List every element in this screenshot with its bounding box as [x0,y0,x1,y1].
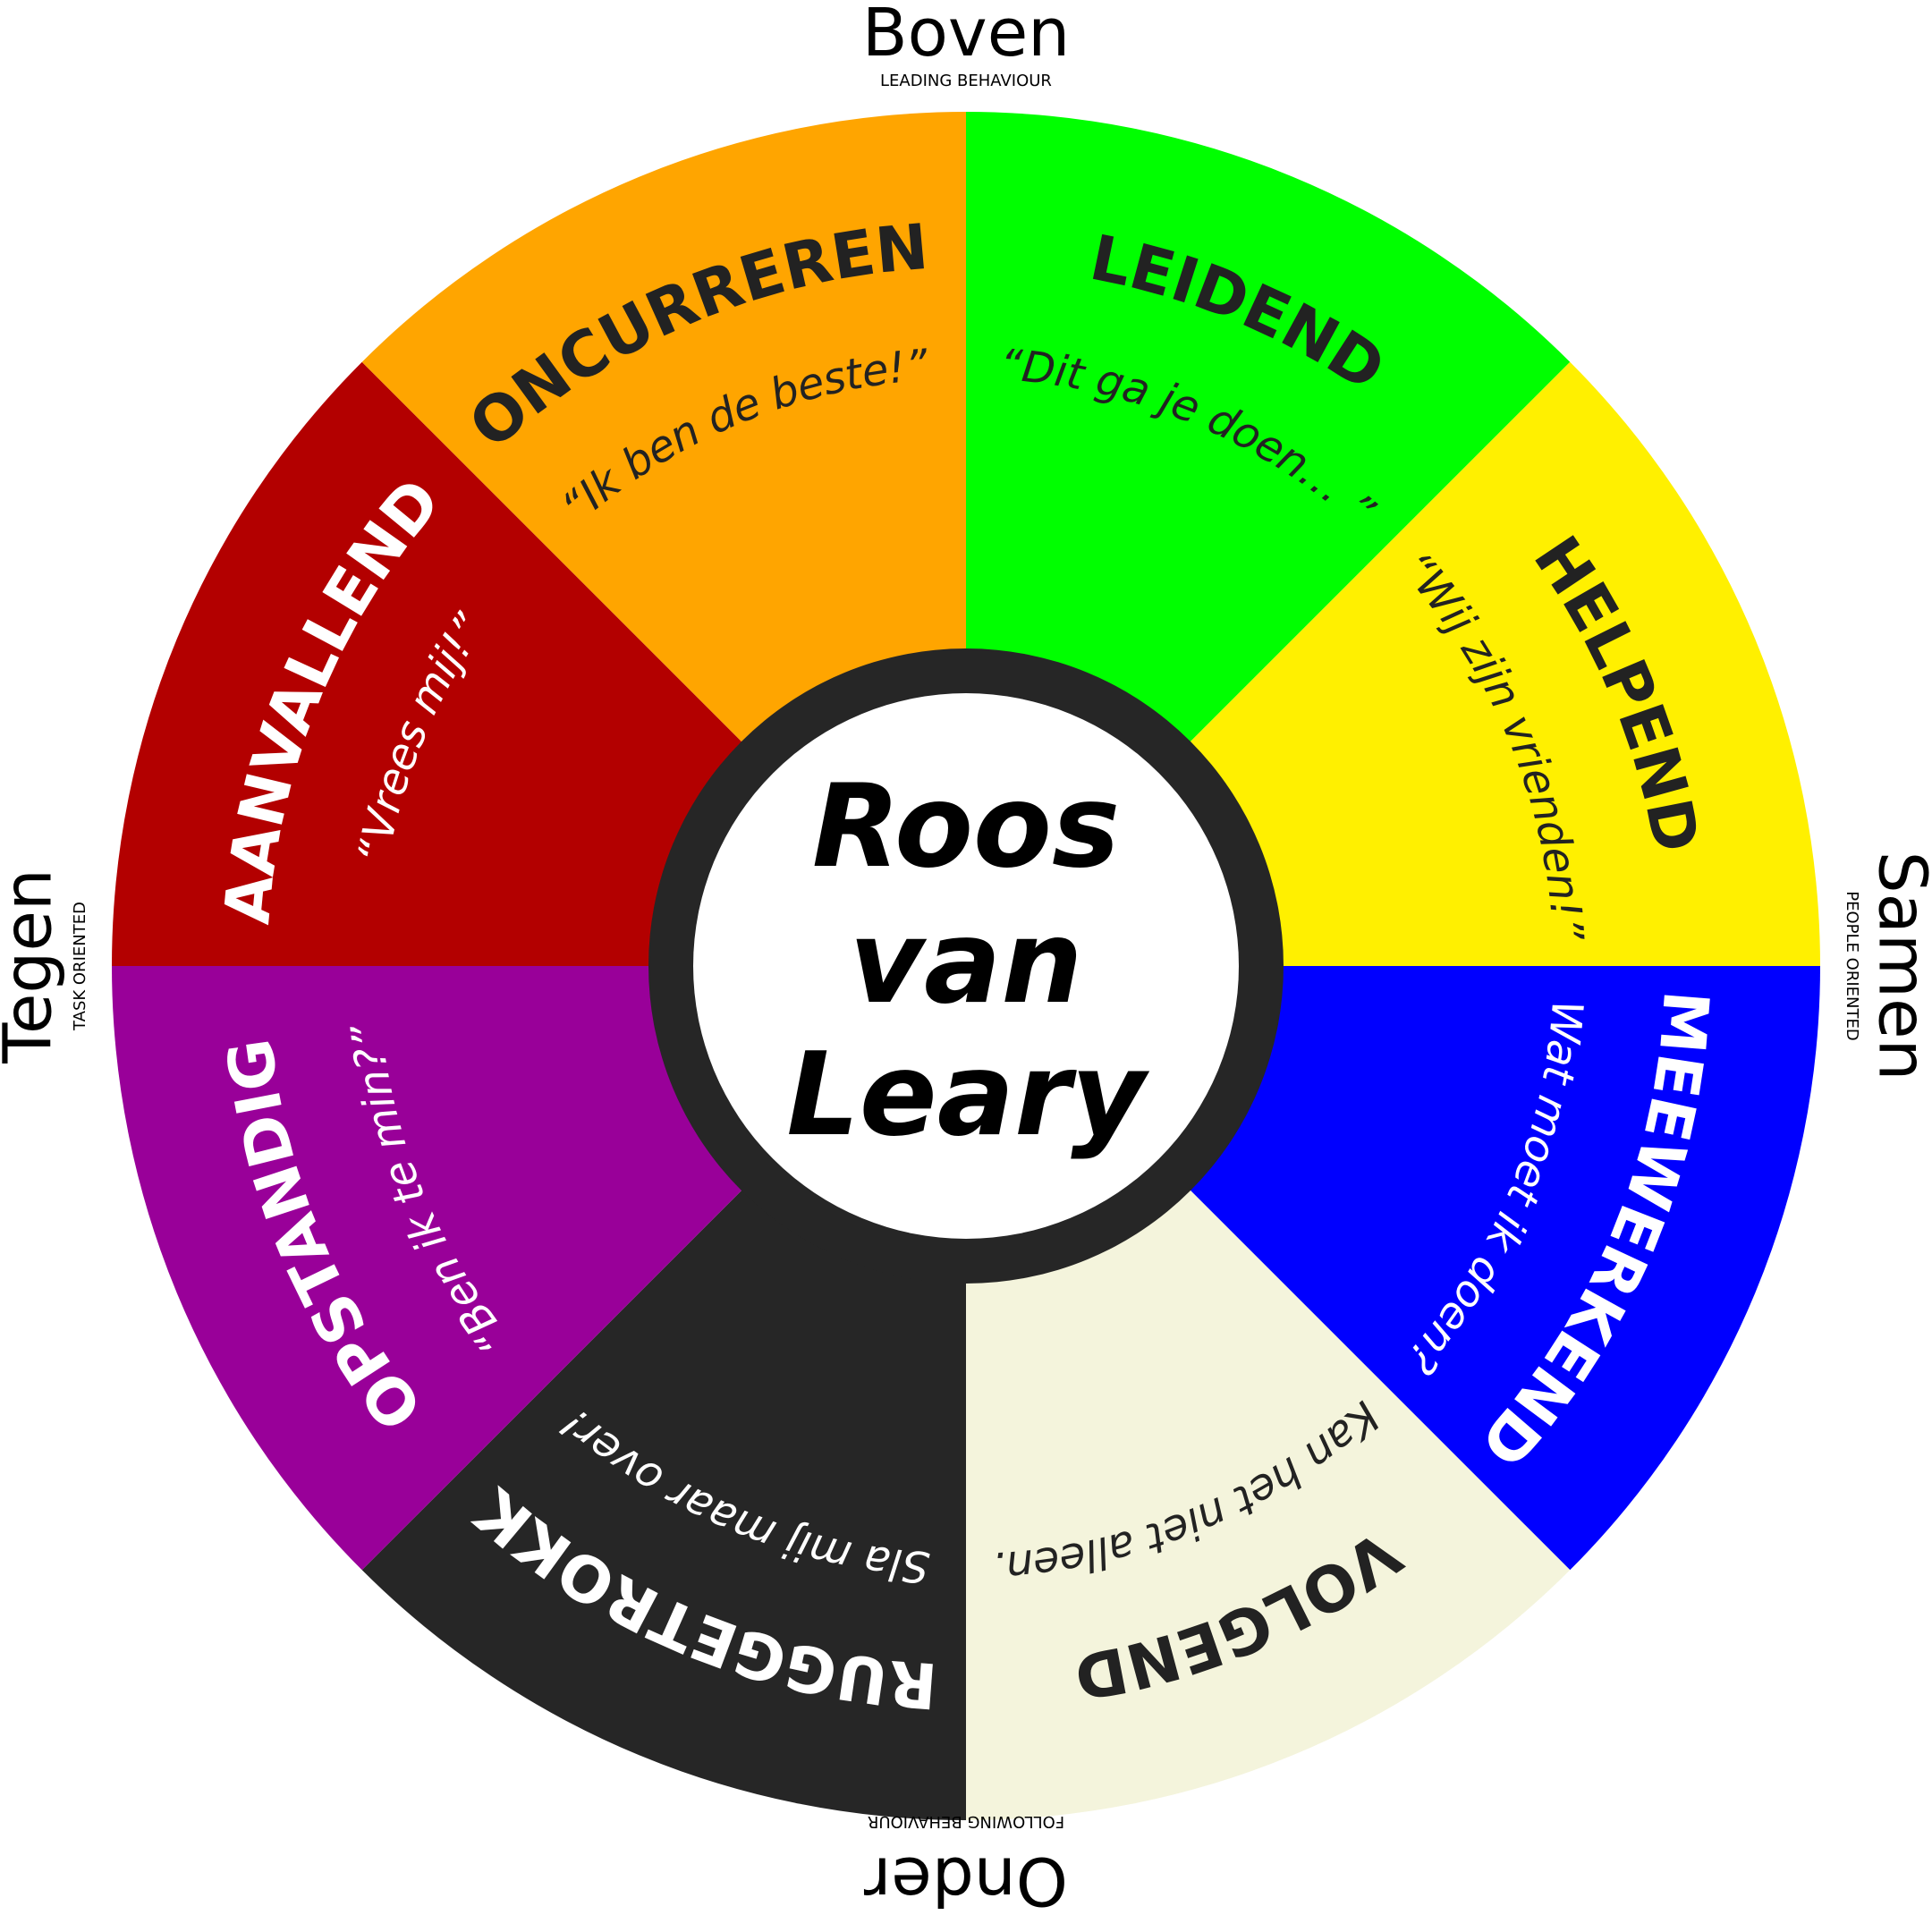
axis-top-sub: LEADING BEHAVIOUR [880,72,1052,90]
center-circle [693,693,1239,1239]
axis-left-label: Tegen [0,869,67,1064]
axis-right-label: Samen [1863,852,1932,1081]
axis-bottom-label: Onder [863,1842,1068,1919]
center-title-line-3: Leary [786,1029,1149,1162]
axis-left-sub: TASK ORIENTED [71,902,89,1031]
axis-top-label: Boven [862,0,1070,72]
axis-bottom-sub: FOLLOWING BEHAVIOUR [868,1812,1064,1831]
center-title-line-2: van [850,896,1083,1030]
center-title-line-1: Roos [812,760,1120,894]
axis-right-sub: PEOPLE ORIENTED [1843,891,1861,1040]
